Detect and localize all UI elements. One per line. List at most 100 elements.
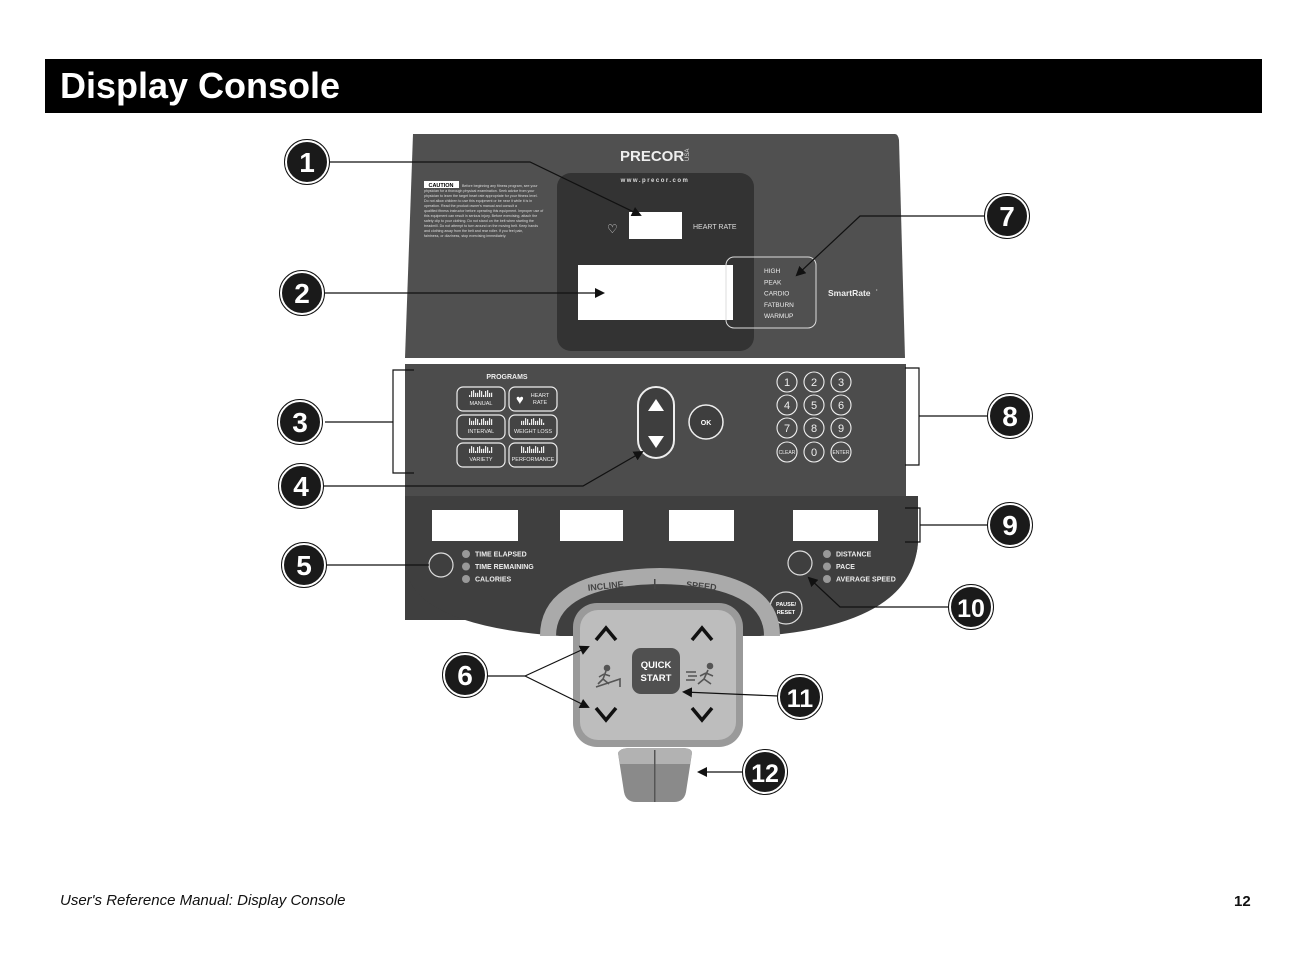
leader-11 bbox=[682, 687, 779, 698]
callout-4: 4 bbox=[278, 463, 324, 509]
up-arrow-button[interactable] bbox=[648, 399, 664, 411]
program-label: PERFORMANCE bbox=[512, 457, 555, 463]
pause-label-line1: PAUSE/ bbox=[776, 602, 797, 608]
leader-4 bbox=[323, 451, 644, 487]
ok-button[interactable] bbox=[688, 404, 724, 440]
program-label: INTERVAL bbox=[468, 429, 494, 435]
keypad-label: 8 bbox=[811, 423, 817, 435]
program-profile-icon bbox=[469, 446, 493, 453]
footer-text: User's Reference Manual: Display Console bbox=[60, 892, 346, 909]
program-label: HEART bbox=[531, 393, 550, 399]
programs-title: PROGRAMS bbox=[486, 374, 528, 381]
quick-start-line2: START bbox=[641, 673, 672, 684]
display-recess bbox=[557, 173, 754, 351]
caution-line: and clothing away from the belt and rear… bbox=[424, 229, 523, 233]
callout-11: 11 bbox=[777, 674, 823, 720]
callout-9: 9 bbox=[987, 502, 1033, 548]
right-indicator-label: AVERAGE SPEED bbox=[836, 577, 896, 584]
program-button[interactable] bbox=[456, 414, 506, 440]
title-bar: Display Console bbox=[45, 59, 1262, 113]
caution-line: qualified fitness instructor before oper… bbox=[424, 209, 543, 213]
caution-line: Do not allow children to use this equipm… bbox=[424, 199, 532, 203]
right-display bbox=[793, 510, 878, 541]
bracket-8 bbox=[905, 367, 920, 466]
caution-line: physician to learn the target heart rate… bbox=[424, 194, 538, 198]
program-label: MANUAL bbox=[470, 401, 493, 407]
keypad-key-6[interactable] bbox=[830, 394, 852, 416]
program-label: WEIGHT LOSS bbox=[514, 429, 552, 435]
left-indicator-label: CALORIES bbox=[475, 577, 512, 584]
svg-text:6: 6 bbox=[457, 660, 473, 691]
speed-up-button[interactable] bbox=[690, 625, 714, 642]
left-display bbox=[432, 510, 518, 541]
program-button[interactable] bbox=[456, 442, 506, 468]
caution-line: operation. Read the product owner's manu… bbox=[424, 204, 517, 208]
svg-text:4: 4 bbox=[293, 471, 309, 502]
keypad-label: 0 bbox=[811, 447, 817, 459]
keypad-key-1[interactable] bbox=[776, 371, 798, 393]
keypad-key-9[interactable] bbox=[830, 417, 852, 439]
smartrate-label: SmartRate bbox=[828, 288, 871, 298]
right-indicator-label: PACE bbox=[836, 564, 855, 571]
program-label: RATE bbox=[533, 400, 548, 406]
caution-line: physician for a thorough physical examin… bbox=[424, 189, 535, 193]
right-indicator-label: DISTANCE bbox=[836, 552, 872, 559]
right-select-button[interactable] bbox=[787, 550, 813, 576]
svg-text:2: 2 bbox=[294, 278, 310, 309]
keypad-key-4[interactable] bbox=[776, 394, 798, 416]
left-select-button[interactable] bbox=[428, 552, 454, 578]
leader-7 bbox=[795, 215, 986, 277]
svg-text:1: 1 bbox=[299, 147, 315, 178]
pause-label-line2: RESET bbox=[777, 610, 796, 616]
program-button[interactable] bbox=[456, 386, 506, 412]
heart-icon: ♥ bbox=[516, 392, 524, 407]
svg-text:10: 10 bbox=[957, 595, 985, 623]
caution-line: Before beginning any fitness program, se… bbox=[462, 184, 538, 188]
keypad-key-5[interactable] bbox=[803, 394, 825, 416]
caution-line: safety clip to your clothing. Do not sta… bbox=[424, 219, 534, 223]
left-indicator-led bbox=[462, 575, 470, 583]
arrow-pill bbox=[637, 386, 675, 459]
keypad-key-clear[interactable] bbox=[776, 441, 798, 463]
caution-line: this equipment can result in serious inj… bbox=[424, 214, 537, 218]
keypad-key-0[interactable] bbox=[803, 441, 825, 463]
leader-6a bbox=[524, 645, 590, 677]
callout-5: 5 bbox=[281, 542, 327, 588]
incline-up-button[interactable] bbox=[594, 625, 618, 642]
callout-8: 8 bbox=[987, 393, 1033, 439]
keypad-key-7[interactable] bbox=[776, 417, 798, 439]
caution-text: Before beginning any fitness program, se… bbox=[424, 184, 543, 238]
right-indicator-led bbox=[823, 562, 831, 571]
svg-text:7: 7 bbox=[999, 201, 1015, 232]
program-button[interactable] bbox=[508, 386, 558, 412]
speed-down-button[interactable] bbox=[690, 706, 714, 723]
keypad-label: 4 bbox=[784, 400, 790, 412]
down-arrow-button[interactable] bbox=[648, 436, 664, 448]
zone-label: PEAK bbox=[764, 279, 782, 286]
zone-label: HIGH bbox=[764, 268, 781, 275]
callout-2: 2 bbox=[279, 270, 325, 316]
callout-1: 1 bbox=[284, 139, 330, 185]
program-button[interactable] bbox=[508, 442, 558, 468]
keypad-key-enter[interactable] bbox=[830, 441, 852, 463]
keypad-label: CLEAR bbox=[779, 450, 796, 456]
quick-start-button[interactable] bbox=[632, 648, 680, 694]
heart-rate-label: HEART RATE bbox=[693, 224, 737, 231]
keypad-key-3[interactable] bbox=[830, 371, 852, 393]
svg-text:8: 8 bbox=[1002, 401, 1018, 432]
caution-line: treadmill. Do not attempt to turn around… bbox=[424, 224, 538, 228]
keypad-key-8[interactable] bbox=[803, 417, 825, 439]
keypad-label: 6 bbox=[838, 400, 844, 412]
incline-label: INCLINE bbox=[587, 579, 624, 593]
control-arc bbox=[540, 567, 780, 637]
incline-down-button[interactable] bbox=[594, 706, 618, 723]
svg-text:11: 11 bbox=[787, 685, 814, 713]
keypad-key-2[interactable] bbox=[803, 371, 825, 393]
right-indicators: DISTANCE PACE AVERAGE SPEED bbox=[823, 550, 896, 584]
caution-badge bbox=[424, 181, 459, 188]
right-indicator-led bbox=[823, 575, 831, 583]
